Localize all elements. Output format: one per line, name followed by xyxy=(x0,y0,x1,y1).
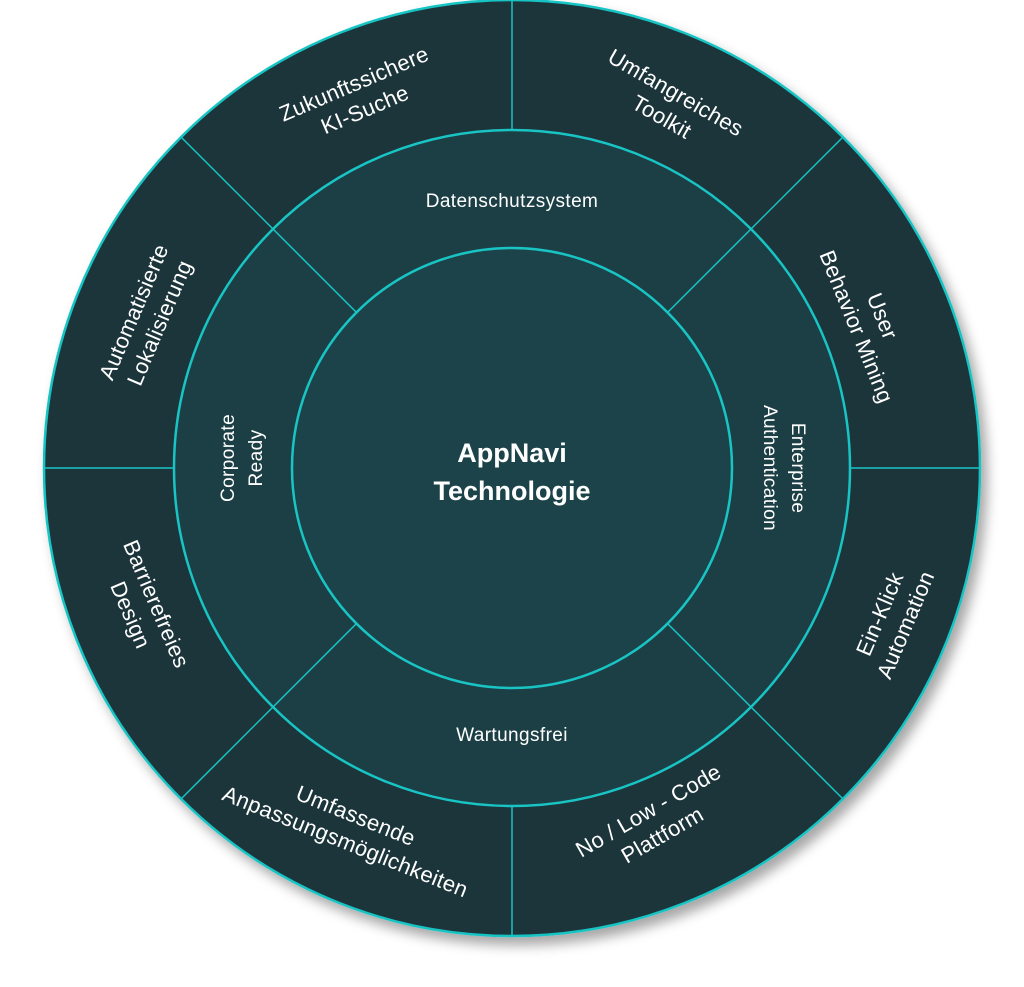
middle-label-enterprise-line1: Enterprise xyxy=(787,423,808,514)
middle-label-wartung-text: Wartungsfrei xyxy=(456,725,568,746)
middle-divider xyxy=(272,228,357,313)
middle-label-enterprise: Enterprise Authentication xyxy=(759,405,808,531)
outer-dividers xyxy=(44,0,980,936)
center-title-line2: Technologie xyxy=(433,476,590,506)
middle-label-datenschutz: Datenschutzsystem xyxy=(426,191,599,212)
center-title-line1: AppNavi xyxy=(457,438,567,468)
middle-divider xyxy=(667,623,752,708)
outer-divider xyxy=(180,136,274,230)
middle-divider xyxy=(667,228,752,313)
middle-label-corporate-line2: Ready xyxy=(246,429,267,486)
middle-dividers xyxy=(272,228,752,708)
inner-circle xyxy=(290,246,734,690)
middle-label-corporate-line1: Corporate xyxy=(218,414,239,502)
middle-label-corporate: Corporate Ready xyxy=(218,414,267,502)
middle-label-enterprise-line2: Authentication xyxy=(759,405,780,531)
middle-divider xyxy=(272,623,357,708)
outer-divider xyxy=(180,706,274,800)
outer-divider xyxy=(750,706,844,800)
middle-label-wartung: Wartungsfrei xyxy=(456,725,568,746)
outer-divider xyxy=(750,136,844,230)
middle-label-datenschutz-text: Datenschutzsystem xyxy=(426,191,599,212)
